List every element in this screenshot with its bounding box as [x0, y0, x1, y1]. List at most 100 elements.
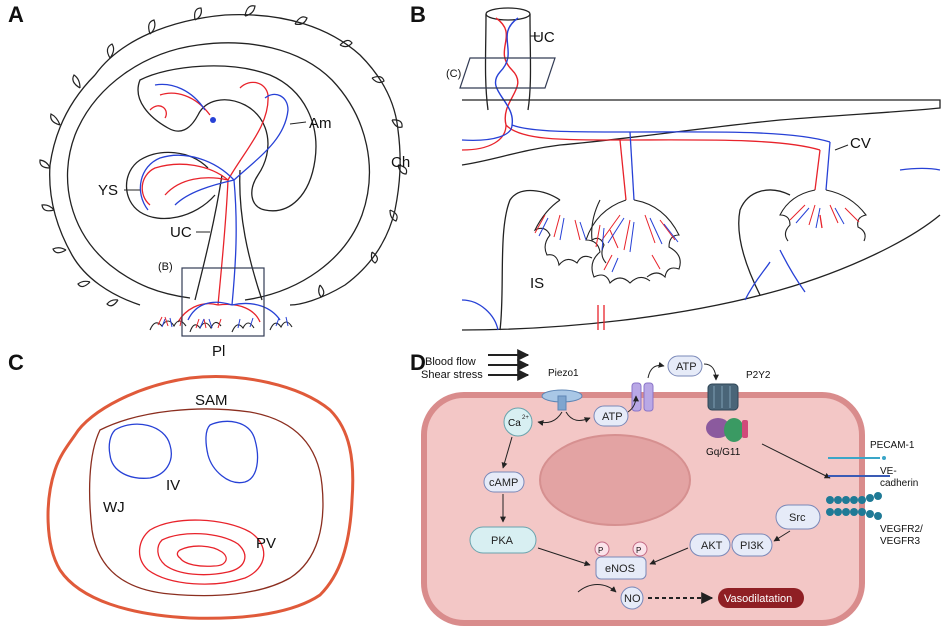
- umbilical-vein-middle: [157, 532, 246, 576]
- panel-d-letter: D: [410, 350, 426, 375]
- arrow-enos-to-no: [577, 584, 617, 593]
- label-ca-sup: 2+: [522, 415, 529, 421]
- ca-bubble: [503, 407, 533, 437]
- basal-plate: [461, 214, 941, 331]
- label-vegfr1: VEGFR2/: [880, 524, 923, 535]
- akt-pill: [689, 533, 731, 557]
- cord-outer-wall: [46, 375, 355, 620]
- panel-b-reference-box: [181, 267, 265, 337]
- vasodilatation-pill: [718, 588, 804, 608]
- phospho-1: [594, 541, 610, 557]
- label-b-ref: (B): [158, 261, 173, 273]
- label-am: Am: [309, 115, 332, 132]
- cord-inner-wall: [88, 408, 324, 597]
- panel-c: C SAM IV WJ PV: [8, 350, 355, 620]
- arrow-g-to-complex: [761, 443, 831, 479]
- umbilical-artery-right: [205, 420, 259, 484]
- label-ve2: cadherin: [880, 478, 918, 489]
- amnion: [137, 65, 317, 212]
- label-pi3k: PI3K: [740, 540, 765, 552]
- label-ch: Ch: [391, 154, 410, 171]
- label-uc-a: UC: [170, 224, 192, 241]
- arrow-src-to-pi3k: [773, 530, 791, 542]
- villi-red-branches: [534, 204, 860, 271]
- vegfr-receptor: [826, 492, 882, 520]
- src-pill: [775, 504, 821, 530]
- enos-box: [595, 556, 647, 580]
- placenta-villi-color: [157, 316, 289, 329]
- p2y2-receptor: [707, 383, 739, 411]
- camp-pill: [483, 471, 525, 493]
- label-piezo1: Piezo1: [548, 368, 579, 379]
- pka-pill: [469, 526, 537, 554]
- villous-tree-left: [533, 199, 607, 267]
- label-src: Src: [789, 512, 806, 524]
- label-sam: SAM: [195, 392, 228, 409]
- arrow-atp-to-p2y2: [703, 363, 719, 381]
- no-bubble: [620, 586, 644, 610]
- label-wj: WJ: [103, 499, 125, 516]
- label-atp-top: ATP: [676, 361, 697, 373]
- phospho-2: [632, 541, 648, 557]
- arrow-akt-to-enos: [649, 547, 689, 565]
- villous-tree-right: [779, 189, 867, 242]
- label-vasodilatation: Vasodilatation: [724, 593, 792, 605]
- atp-top-pill: [667, 355, 703, 377]
- chorionic-cavity: [66, 42, 371, 301]
- arrow-atp-out: [647, 361, 665, 379]
- label-pl: Pl: [212, 343, 225, 360]
- label-ys: YS: [98, 182, 118, 199]
- septa: [499, 189, 791, 331]
- label-camp: cAMP: [489, 477, 518, 489]
- panel-c-letter: C: [8, 350, 24, 375]
- flow-arrows: [488, 349, 530, 381]
- villous-tree-middle: [585, 199, 681, 285]
- label-blood-flow: Blood flow: [425, 356, 476, 368]
- arrow-pka-to-enos: [537, 547, 591, 567]
- section-plane-c: [459, 57, 556, 89]
- nucleus: [539, 434, 691, 526]
- villi-blue-branches: [538, 207, 845, 273]
- label-p1: P: [598, 546, 603, 555]
- umbilical-vein-lumen: [176, 545, 227, 567]
- piezo1-channel: [541, 389, 583, 411]
- label-c-ref: (C): [446, 68, 461, 80]
- label-ca: Ca: [508, 418, 521, 429]
- label-pv: PV: [256, 535, 276, 552]
- cord-vein: [494, 17, 519, 126]
- label-enos: eNOS: [605, 563, 635, 575]
- panel-b-vessels-red: [461, 124, 823, 330]
- panel-a-letter: A: [8, 2, 24, 27]
- label-gq: Gq/G11: [706, 447, 741, 458]
- label-shear-stress: Shear stress: [421, 369, 483, 381]
- pecam1-receptor: [828, 456, 886, 460]
- umbilical-stalk: [194, 169, 263, 301]
- label-cv: CV: [850, 135, 871, 152]
- embryo-heart-dot: [210, 117, 216, 123]
- yolk-sac: [126, 151, 216, 220]
- label-vegfr2: VEGFR3: [880, 536, 920, 547]
- label-is: IS: [530, 275, 544, 292]
- label-pecam: PECAM-1: [870, 440, 915, 451]
- g-protein-complex: [706, 418, 748, 442]
- label-akt: AKT: [701, 540, 723, 552]
- panel-b: B: [410, 2, 941, 331]
- chorion-outline: [49, 13, 401, 306]
- panel-b-letter: B: [410, 2, 426, 27]
- panel-a-arteries: [141, 81, 269, 323]
- panel-a-veins: [139, 83, 289, 321]
- arrow-piezo-to-atp: [565, 411, 591, 423]
- umbilical-artery-left: [108, 423, 172, 479]
- label-atp-mid: ATP: [602, 411, 623, 423]
- panel-b-vessels-blue: [461, 124, 941, 331]
- arrow-ca-to-camp: [501, 436, 513, 469]
- label-ve1: VE-: [880, 466, 897, 477]
- cord-top: [485, 7, 531, 21]
- panel-a: A: [8, 2, 410, 360]
- am-leader: [289, 121, 307, 125]
- label-uc-b: UC: [533, 29, 555, 46]
- cord-walls: [484, 13, 532, 111]
- panel-d: D Blood flow Shear stress Piezo1 ATP: [410, 349, 923, 626]
- cv-leader: [834, 144, 849, 151]
